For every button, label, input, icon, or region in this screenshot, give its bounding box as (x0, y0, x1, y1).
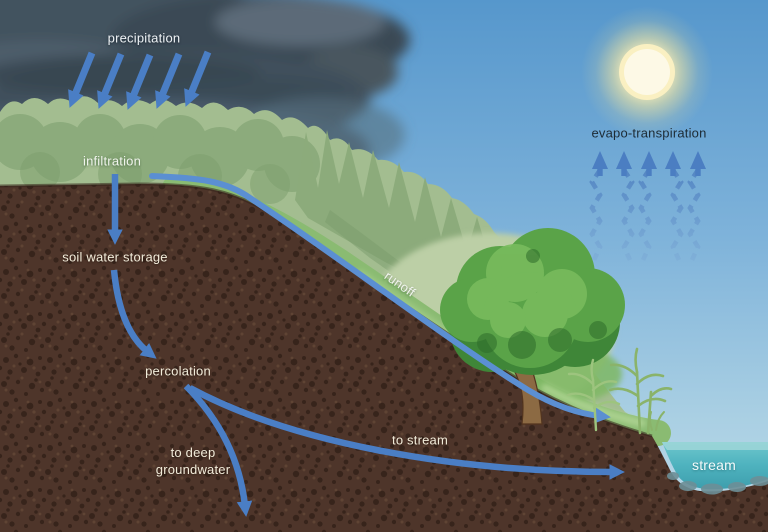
corn-plant-icons (566, 347, 673, 435)
stream-rocks (667, 472, 768, 495)
rain-arrow-icons (68, 50, 212, 110)
percolation-arrow (110, 269, 157, 359)
wavy-up-arrow-icons (589, 151, 706, 261)
runoff-flow-line (149, 173, 611, 424)
subsurface-flow-arrows (107, 174, 625, 517)
stream-water (662, 442, 768, 495)
to-stream-arrow (188, 385, 625, 480)
deep-groundwater-arrow (183, 383, 253, 517)
sun-icon (581, 6, 713, 138)
